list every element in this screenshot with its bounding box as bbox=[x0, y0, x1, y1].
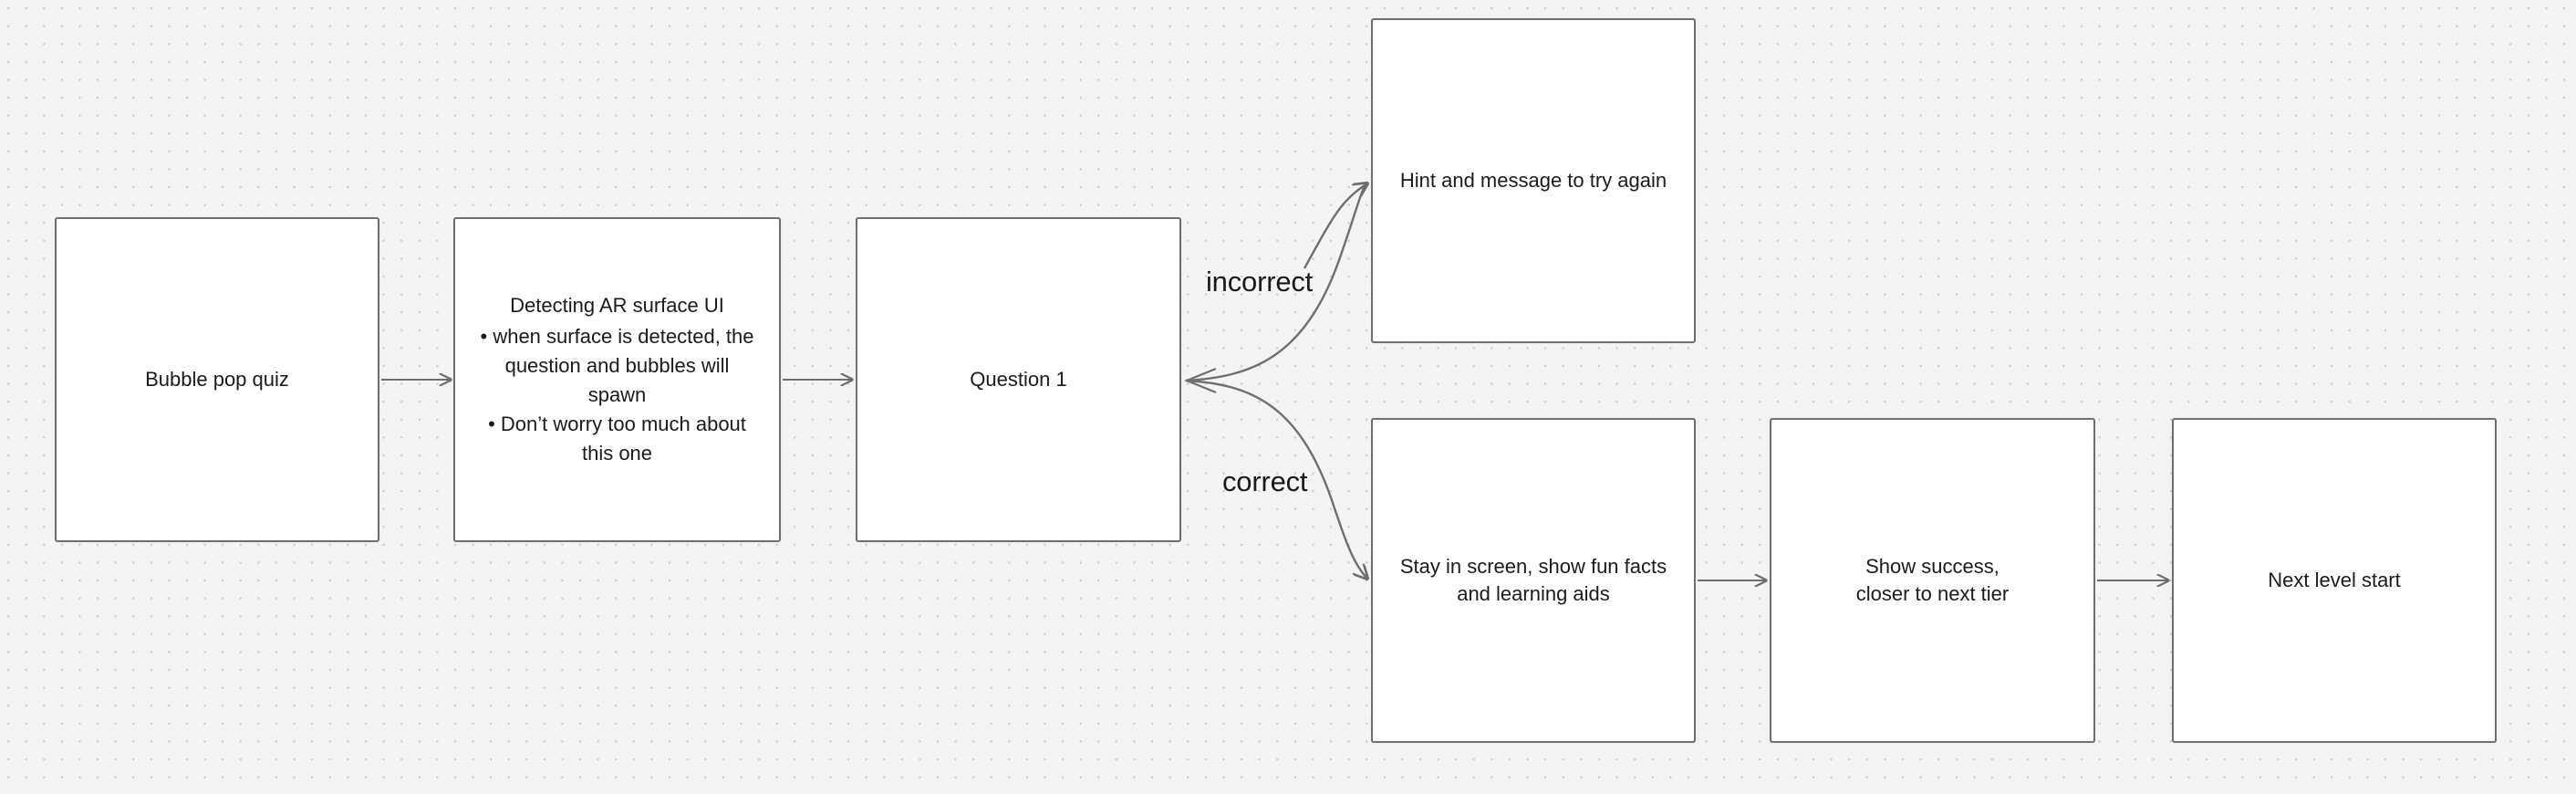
node-next-level-start[interactable]: Next level start bbox=[2172, 418, 2497, 743]
bullet-text: when surface is detected, the question a… bbox=[493, 325, 754, 406]
edge-split-arrowhead bbox=[1184, 367, 1217, 394]
bullet-text: Don’t worry too much about this one bbox=[500, 412, 746, 465]
node-next-level-start-label: Next level start bbox=[2268, 568, 2401, 591]
node-stay-in-screen-label: Stay in screen, show fun facts and learn… bbox=[1399, 554, 1667, 605]
edge-label-incorrect: incorrect bbox=[1206, 266, 1314, 298]
node-show-success[interactable]: Show success, closer to next tier bbox=[1770, 418, 2095, 743]
node-detecting-ar-surface-ui-body: Detecting AR surface UI • when surface i… bbox=[455, 291, 779, 467]
node-hint-and-message[interactable]: Hint and message to try again bbox=[1371, 18, 1696, 343]
list-item: • when surface is detected, the question… bbox=[464, 322, 770, 410]
node-hint-and-message-label: Hint and message to try again bbox=[1399, 168, 1667, 192]
node-bubble-pop-quiz-label: Bubble pop quiz bbox=[145, 367, 289, 391]
node-question-1[interactable]: Question 1 bbox=[856, 217, 1181, 542]
node-question-1-label: Question 1 bbox=[970, 367, 1067, 391]
node-detecting-ar-surface-ui[interactable]: Detecting AR surface UI • when surface i… bbox=[453, 217, 781, 542]
edge-label-correct: correct bbox=[1222, 465, 1308, 497]
node-stay-in-screen[interactable]: Stay in screen, show fun facts and learn… bbox=[1371, 418, 1696, 743]
list-item: • Don’t worry too much about this one bbox=[464, 410, 770, 468]
node-detecting-bullet-list: • when surface is detected, the question… bbox=[464, 322, 770, 467]
node-detecting-heading: Detecting AR surface UI bbox=[510, 294, 724, 318]
bullet-glyph: • bbox=[488, 412, 501, 435]
node-bubble-pop-quiz[interactable]: Bubble pop quiz bbox=[55, 217, 379, 542]
node-show-success-label: Show success, closer to next tier bbox=[1855, 554, 2010, 605]
bullet-glyph: • bbox=[480, 325, 493, 349]
